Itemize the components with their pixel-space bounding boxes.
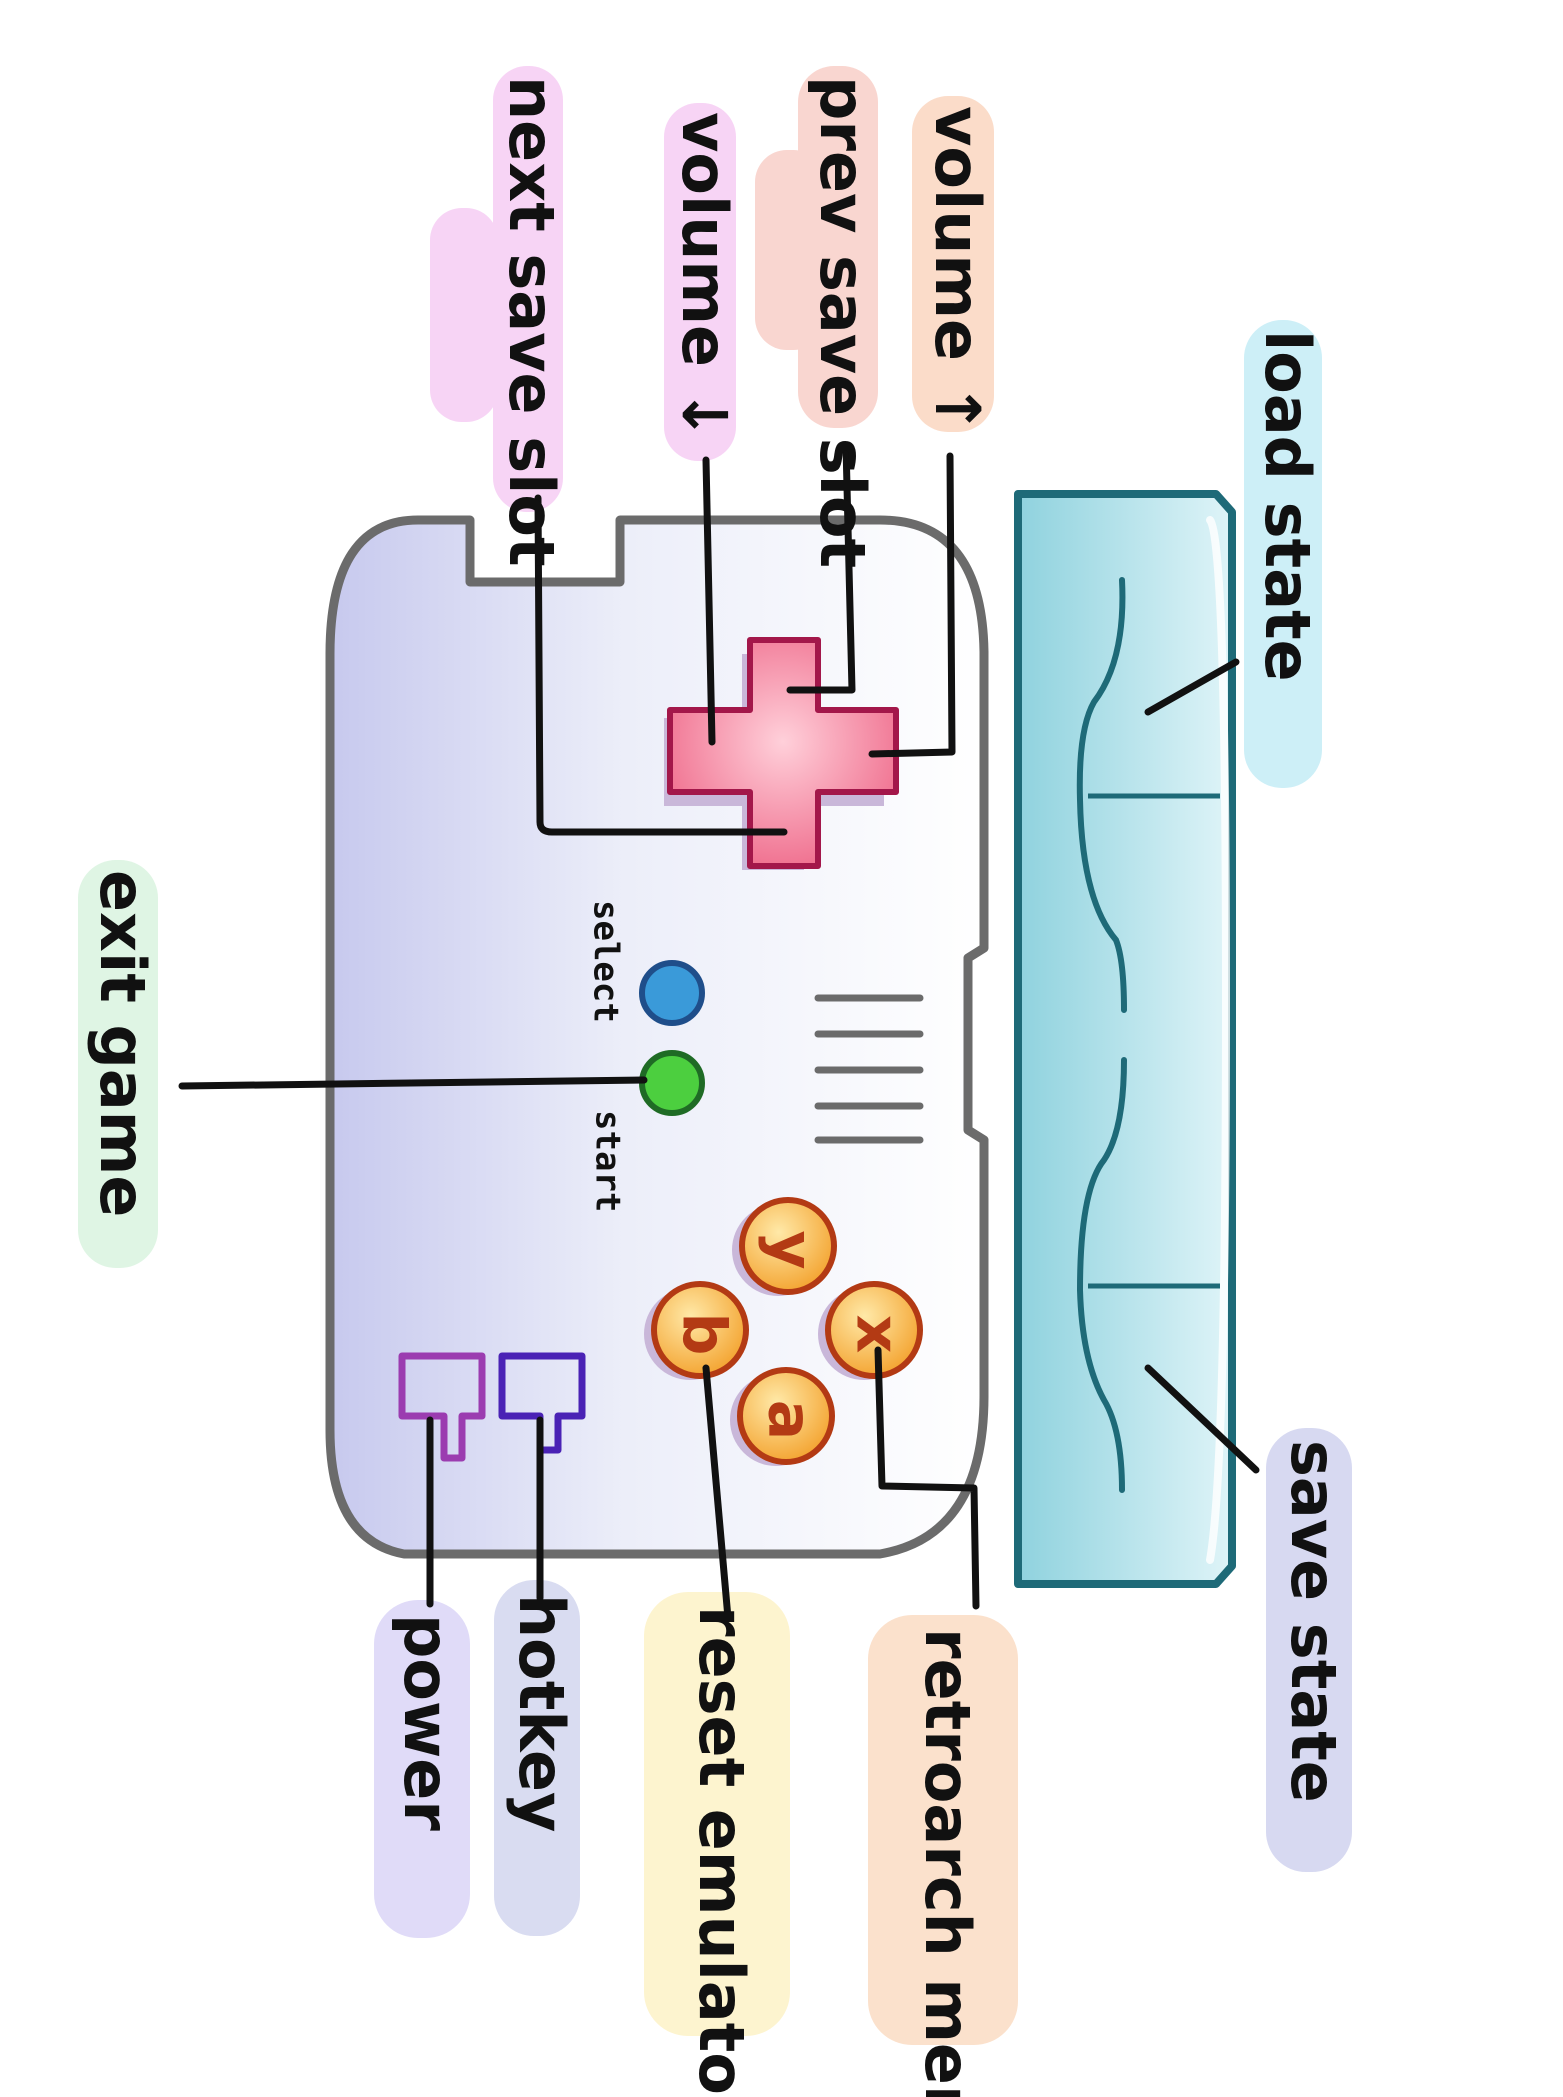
cartridge-body — [1014, 490, 1236, 1588]
label-retroarch-menu: retroarch menu — [911, 1628, 984, 2097]
start-button[interactable] — [639, 1050, 705, 1116]
leader-save-state — [1144, 1364, 1260, 1474]
x-button[interactable]: x — [818, 1281, 923, 1380]
leader-volume-down — [702, 456, 716, 746]
hotkey-button[interactable] — [498, 1352, 586, 1454]
leader-load-state — [1144, 658, 1240, 716]
a-button-label: a — [754, 1400, 824, 1441]
label-volume-down: volume ↓ — [668, 112, 741, 441]
retroarch-menu-highlight — [868, 1615, 1018, 2045]
prev-save-slot-highlight-2 — [755, 150, 825, 350]
label-save-state: save state — [1277, 1440, 1350, 1803]
y-button-label: y — [756, 1230, 826, 1269]
label-prev-save-slot: prev save slot — [806, 76, 879, 568]
power-button[interactable] — [398, 1352, 486, 1462]
leader-lines — [178, 442, 1260, 1622]
leader-retroarch-menu — [874, 1346, 980, 1610]
label-start: start — [588, 1110, 628, 1212]
leader-reset-emulator — [702, 1364, 732, 1622]
save-state-highlight — [1266, 1428, 1352, 1872]
label-volume-up: volume ↑ — [921, 106, 994, 435]
label-load-state: load state — [1251, 330, 1324, 682]
labels: next save slot volume ↓ prev save slot v… — [86, 76, 1350, 2097]
label-power: power — [390, 1614, 463, 1831]
select-button[interactable] — [639, 960, 705, 1026]
leader-next-save-slot — [534, 494, 788, 836]
next-save-slot-highlight-2 — [430, 208, 498, 422]
face-buttons: y b a x — [644, 1197, 923, 1466]
label-reset-emulator: reset emulator — [685, 1606, 758, 2097]
label-next-save-slot: next save slot — [495, 76, 568, 567]
b-button-label: b — [668, 1313, 738, 1356]
dpad[interactable] — [664, 637, 899, 870]
leader-prev-save-slot — [786, 442, 856, 694]
label-hotkey: hotkey — [505, 1594, 578, 1832]
volume-down-highlight — [664, 103, 736, 461]
a-button[interactable]: a — [730, 1367, 835, 1466]
volume-up-highlight — [912, 96, 994, 432]
exit-game-highlight — [78, 860, 158, 1268]
leader-volume-up — [868, 452, 956, 758]
reset-emulator-highlight — [644, 1592, 790, 2036]
label-exit-game: exit game — [86, 870, 159, 1217]
label-highlights — [78, 66, 1352, 2045]
y-button[interactable]: y — [732, 1197, 837, 1296]
label-select: select — [586, 900, 626, 1023]
dpad-cross — [667, 637, 899, 869]
cartridge — [1014, 490, 1236, 1588]
load-state-highlight — [1244, 320, 1322, 788]
cartridge-ridge — [1076, 577, 1127, 1493]
power-highlight — [374, 1600, 470, 1938]
speaker-grill — [814, 994, 924, 1144]
next-save-slot-highlight — [493, 66, 563, 512]
hotkey-highlight — [494, 1580, 580, 1936]
leader-exit-game — [178, 1076, 648, 1090]
b-button[interactable]: b — [644, 1281, 749, 1380]
